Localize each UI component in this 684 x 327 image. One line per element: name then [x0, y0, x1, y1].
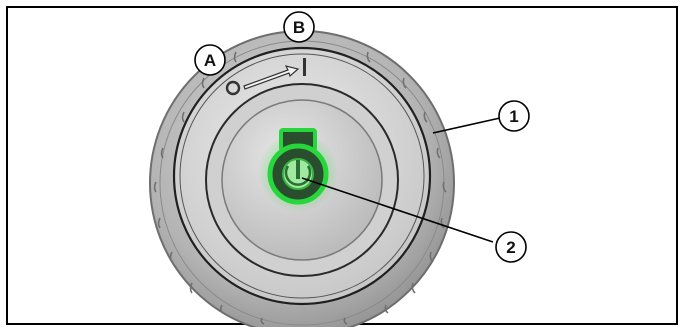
- callout-A: A: [194, 44, 226, 76]
- callout-B-label: B: [293, 18, 305, 37]
- callout-2: 2: [495, 231, 527, 263]
- arrow-icon: [243, 65, 300, 90]
- callout-2-label: 2: [506, 238, 515, 257]
- knob-ridges: [153, 51, 447, 325]
- on-position-mark: [303, 58, 306, 76]
- leader-line-1: [432, 117, 501, 134]
- off-position-mark: [225, 80, 241, 96]
- callout-1-label: 1: [509, 107, 518, 126]
- callout-1: 1: [498, 100, 530, 132]
- power-indicator-icon: [258, 128, 338, 212]
- leader-line-2: [301, 177, 494, 243]
- callout-B: B: [283, 11, 315, 43]
- callout-A-label: A: [204, 51, 216, 70]
- position-markings: [225, 58, 306, 96]
